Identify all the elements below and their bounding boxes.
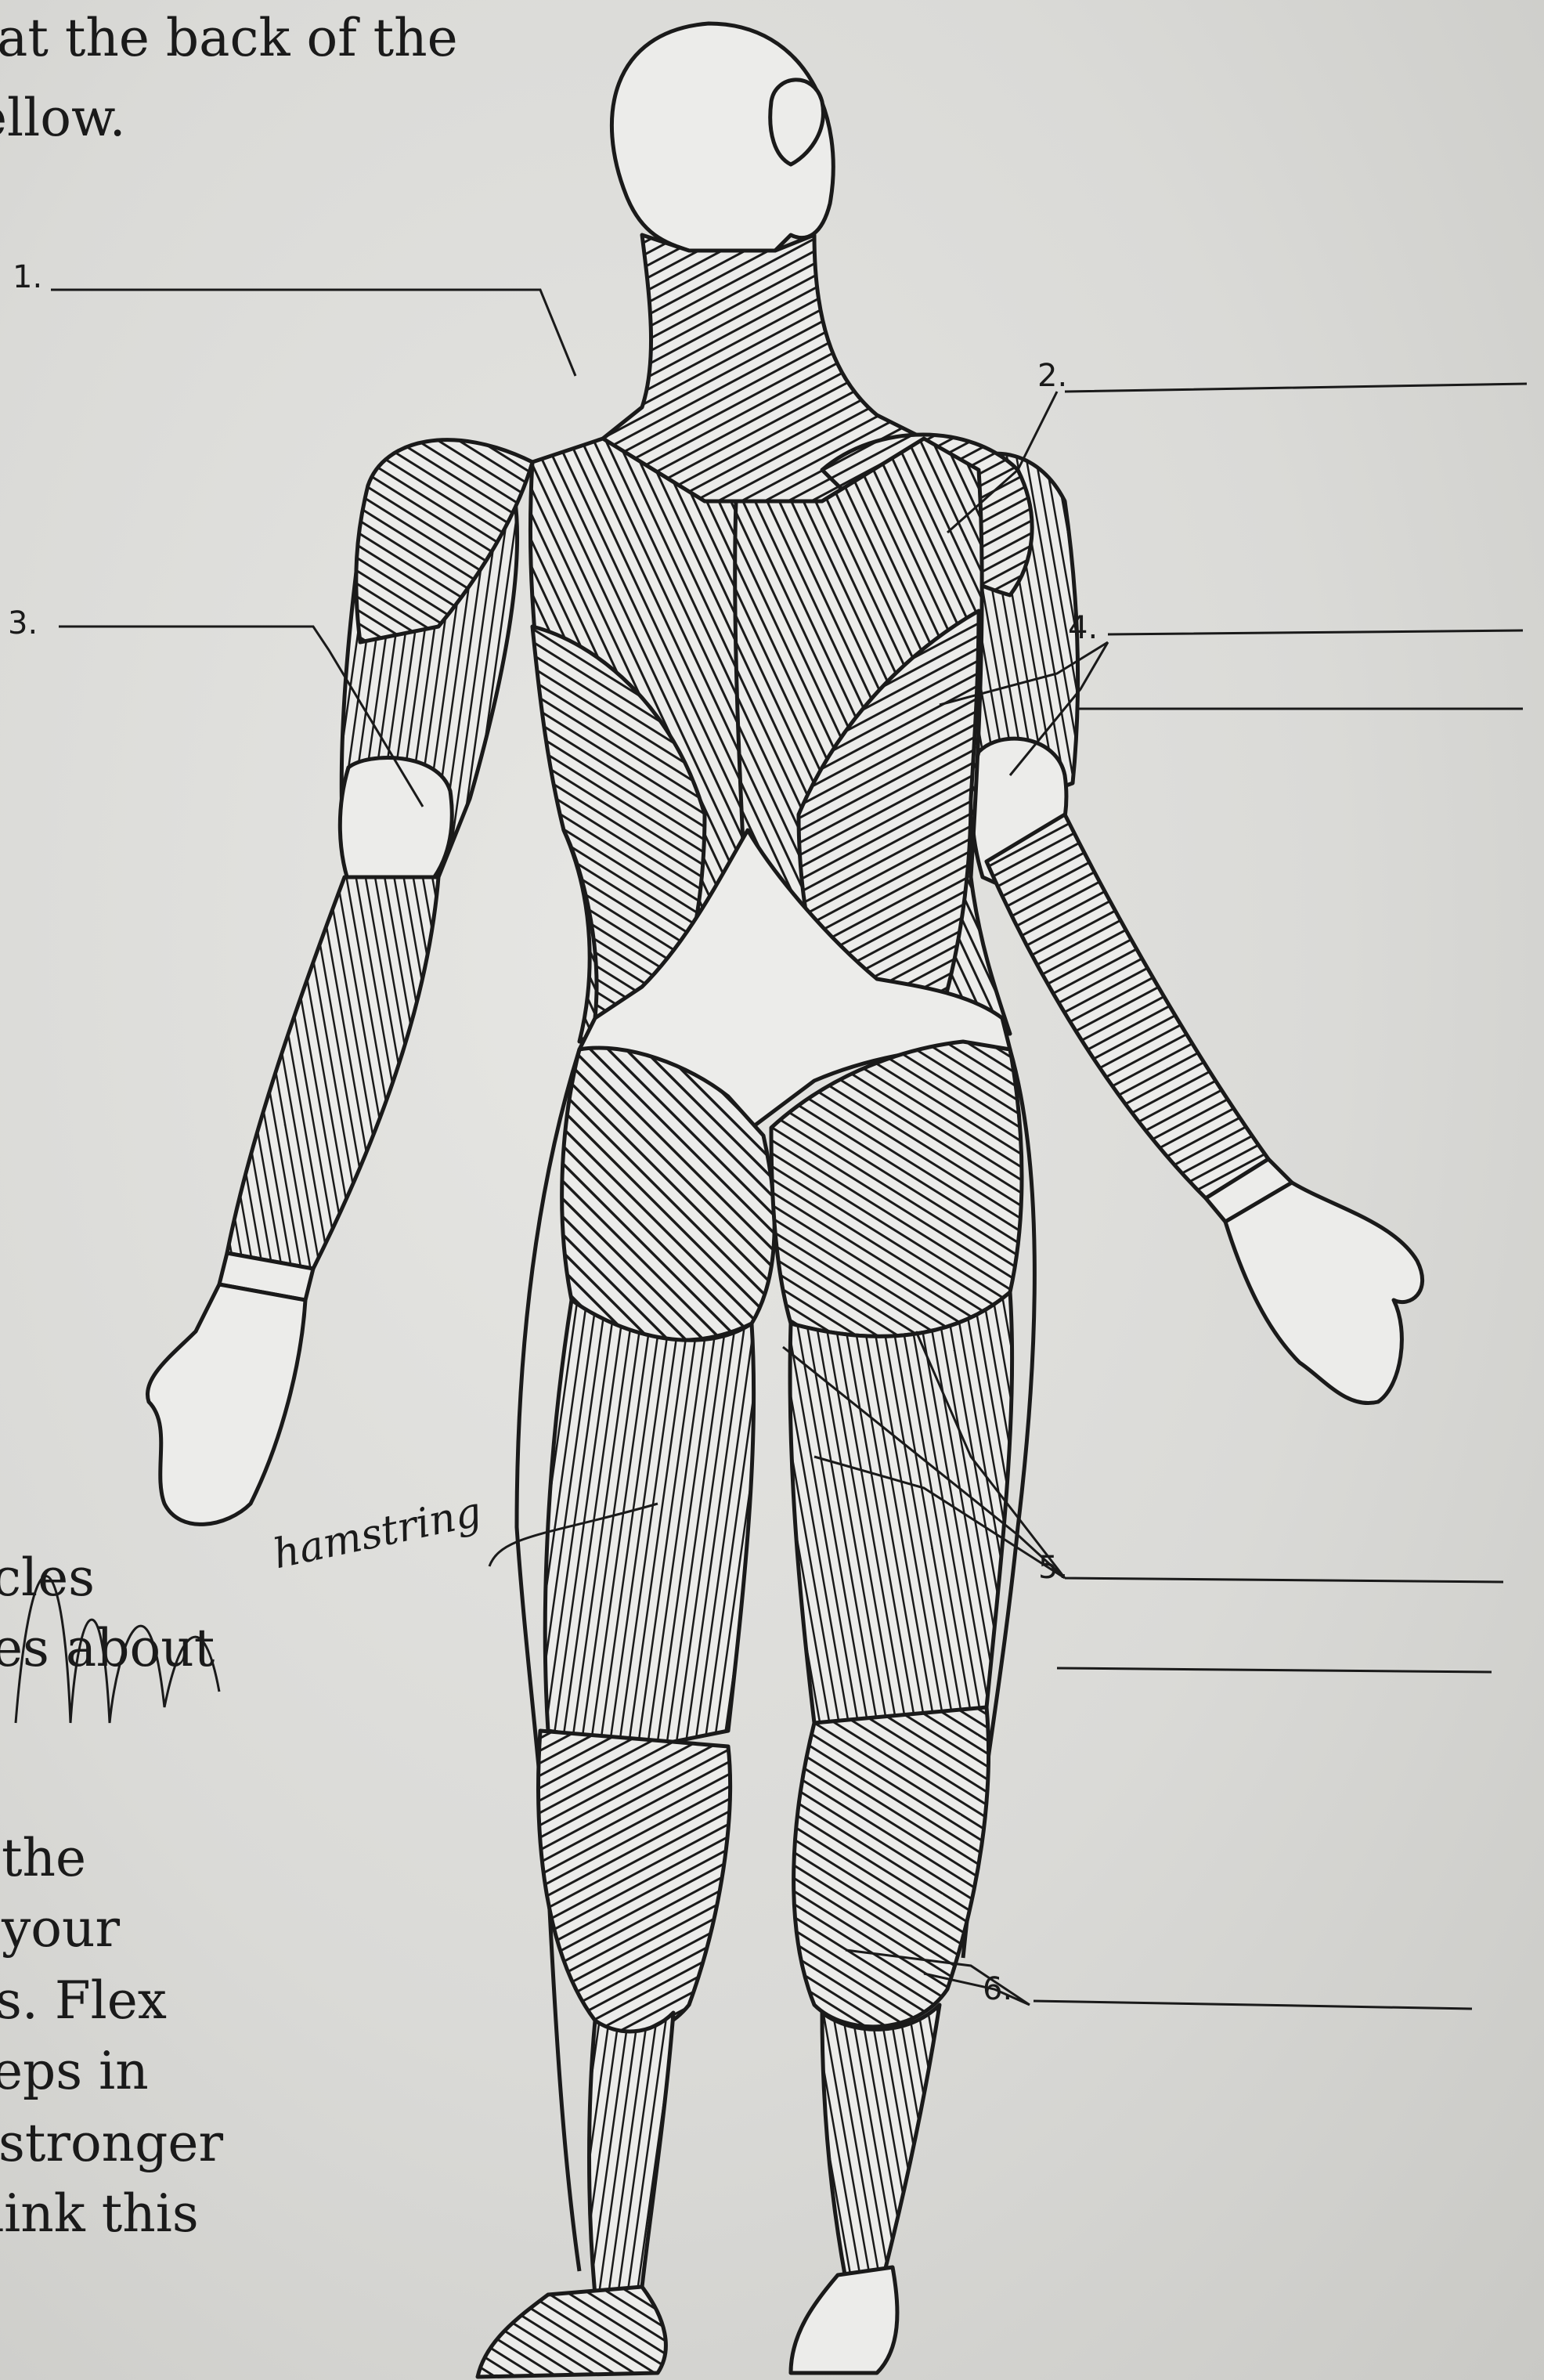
right-shin <box>822 2005 940 2279</box>
right-hand <box>1225 1183 1423 1403</box>
left-forearm <box>227 877 438 1269</box>
label-number-6: 6. <box>983 1974 1012 2005</box>
left-shin <box>590 2013 674 2295</box>
right-calf <box>794 1707 989 2027</box>
right-thigh <box>790 1292 1012 1731</box>
label-number-3: 3. <box>8 608 38 639</box>
left-thigh <box>545 1300 753 1746</box>
label-number-1: 1. <box>13 262 42 293</box>
label-number-4: 4. <box>1068 612 1098 644</box>
left-hand <box>147 1284 305 1524</box>
label-number-2: 2. <box>1037 360 1067 392</box>
right-foot <box>791 2267 897 2373</box>
label-number-5: 5. <box>1038 1552 1068 1584</box>
left-calf <box>539 1731 731 2033</box>
left-foot <box>478 2287 666 2377</box>
pen-scribble <box>16 1576 219 1724</box>
leader-line-1 <box>51 290 575 376</box>
